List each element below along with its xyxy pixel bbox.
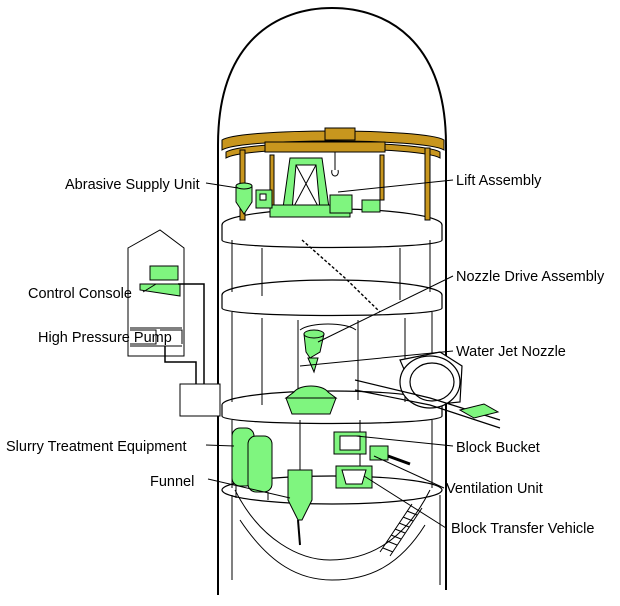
label-control-console: Control Console xyxy=(28,286,132,302)
block-transfer-vehicle xyxy=(335,465,373,489)
block-bucket xyxy=(333,431,367,455)
cut-block xyxy=(284,385,338,415)
label-block-transfer-vehicle: Block Transfer Vehicle xyxy=(451,521,594,537)
drive-chain xyxy=(301,239,381,313)
control-console xyxy=(139,265,181,297)
junction-box xyxy=(179,383,221,417)
label-slurry-treatment-equipment: Slurry Treatment Equipment xyxy=(6,439,187,455)
deck-valve-unit xyxy=(361,199,381,213)
ventilation-unit xyxy=(369,445,411,466)
side-tunnel xyxy=(354,351,501,429)
abrasive-supply-unit xyxy=(235,182,273,215)
label-ventilation-unit: Ventilation Unit xyxy=(446,481,543,497)
funnel xyxy=(287,469,313,546)
label-abrasive-supply-unit: Abrasive Supply Unit xyxy=(65,177,200,193)
slurry-treatment-equipment xyxy=(231,427,273,500)
stairs xyxy=(379,503,423,557)
external-building xyxy=(127,229,185,357)
label-nozzle-drive-assembly: Nozzle Drive Assembly xyxy=(456,269,605,285)
label-lift-assembly: Lift Assembly xyxy=(456,173,542,189)
reactor-vessel xyxy=(217,6,447,595)
label-block-bucket: Block Bucket xyxy=(456,440,540,456)
leader-lines xyxy=(142,179,454,529)
transfer-cart xyxy=(458,403,500,419)
nozzle-drive-assembly xyxy=(303,329,325,359)
label-water-jet-nozzle: Water Jet Nozzle xyxy=(456,344,566,360)
label-high-pressure-pump: High Pressure Pump xyxy=(38,330,172,346)
lift-assembly xyxy=(269,157,353,218)
connection-cables xyxy=(164,283,205,386)
label-funnel: Funnel xyxy=(150,474,194,490)
